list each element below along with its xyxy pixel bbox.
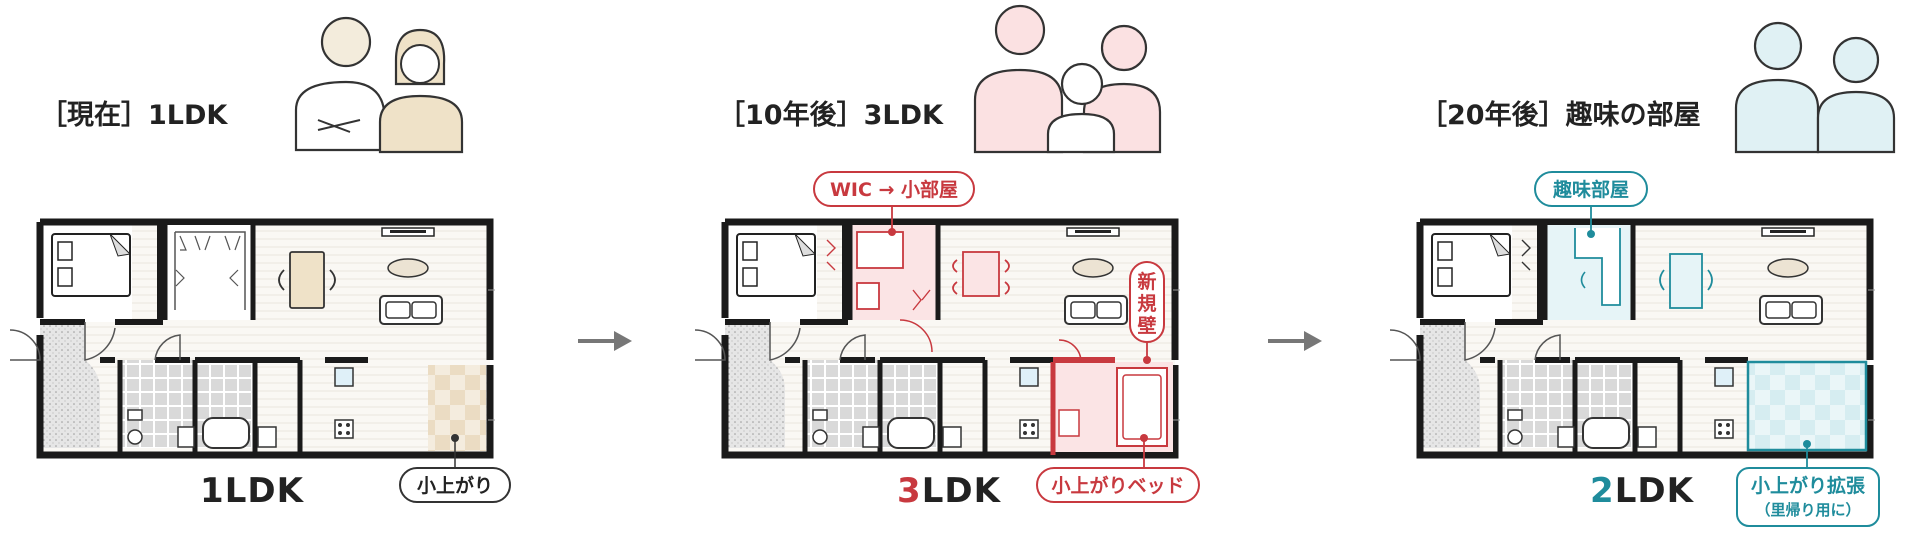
arrow-right-icon [1266, 329, 1324, 353]
plan-label-1ldk: 1LDK [200, 471, 305, 511]
callout-koagari-bed: 小上がりベッド [1036, 467, 1200, 503]
hobby-room [1521, 222, 1636, 320]
svg-text:小上がり: 小上がり [417, 474, 493, 497]
svg-text:新: 新 [1137, 270, 1156, 293]
svg-text:（里帰り用に）: （里帰り用に） [1755, 501, 1860, 519]
callout-hobby-room: 趣味部屋 [1534, 171, 1648, 207]
family-couple-icon [294, 16, 464, 154]
panel-title-10years: ［10年後］3LDK [718, 99, 944, 131]
family-four-icon [973, 4, 1162, 154]
dining-table [278, 251, 336, 309]
panel-title-20years: ［20年後］趣味の部屋 [1420, 99, 1701, 131]
callout-wic-to-room: WIC → 小部屋 [813, 171, 975, 207]
koagari-bed-room [1050, 339, 1173, 455]
panel-10years: ［10年後］3LDK [695, 4, 1200, 511]
panel-20years: ［20年後］趣味の部屋 [1390, 21, 1896, 527]
svg-text:壁: 壁 [1137, 314, 1156, 337]
elderly-couple-icon [1734, 21, 1896, 154]
svg-text:小上がりベッド: 小上がりベッド [1051, 474, 1184, 497]
svg-text:規: 規 [1137, 293, 1156, 315]
tatami-extended [1746, 360, 1868, 452]
svg-text:WIC → 小部屋: WIC → 小部屋 [830, 178, 958, 201]
wic-closet [162, 222, 256, 320]
svg-text:趣味部屋: 趣味部屋 [1552, 178, 1629, 201]
arrow-right-icon [576, 329, 634, 353]
plan-label-2ldk: 2LDK [1590, 471, 1695, 511]
plan-label-3ldk: 3LDK [897, 471, 1002, 511]
new-small-room [826, 222, 941, 353]
panel-title-current: ［現在］1LDK [40, 100, 228, 131]
dining-table-red [952, 251, 1010, 297]
callout-koagari: 小上がり [399, 467, 511, 503]
callout-new-wall: 新 規 壁 [1129, 261, 1165, 343]
dining-table-teal [1659, 253, 1713, 309]
panel-current: ［現在］1LDK 小上が [10, 16, 511, 511]
svg-text:小上がり拡張: 小上がり拡張 [1751, 474, 1866, 497]
callout-koagari-extended: 小上がり拡張 （里帰り用に） [1736, 467, 1880, 527]
